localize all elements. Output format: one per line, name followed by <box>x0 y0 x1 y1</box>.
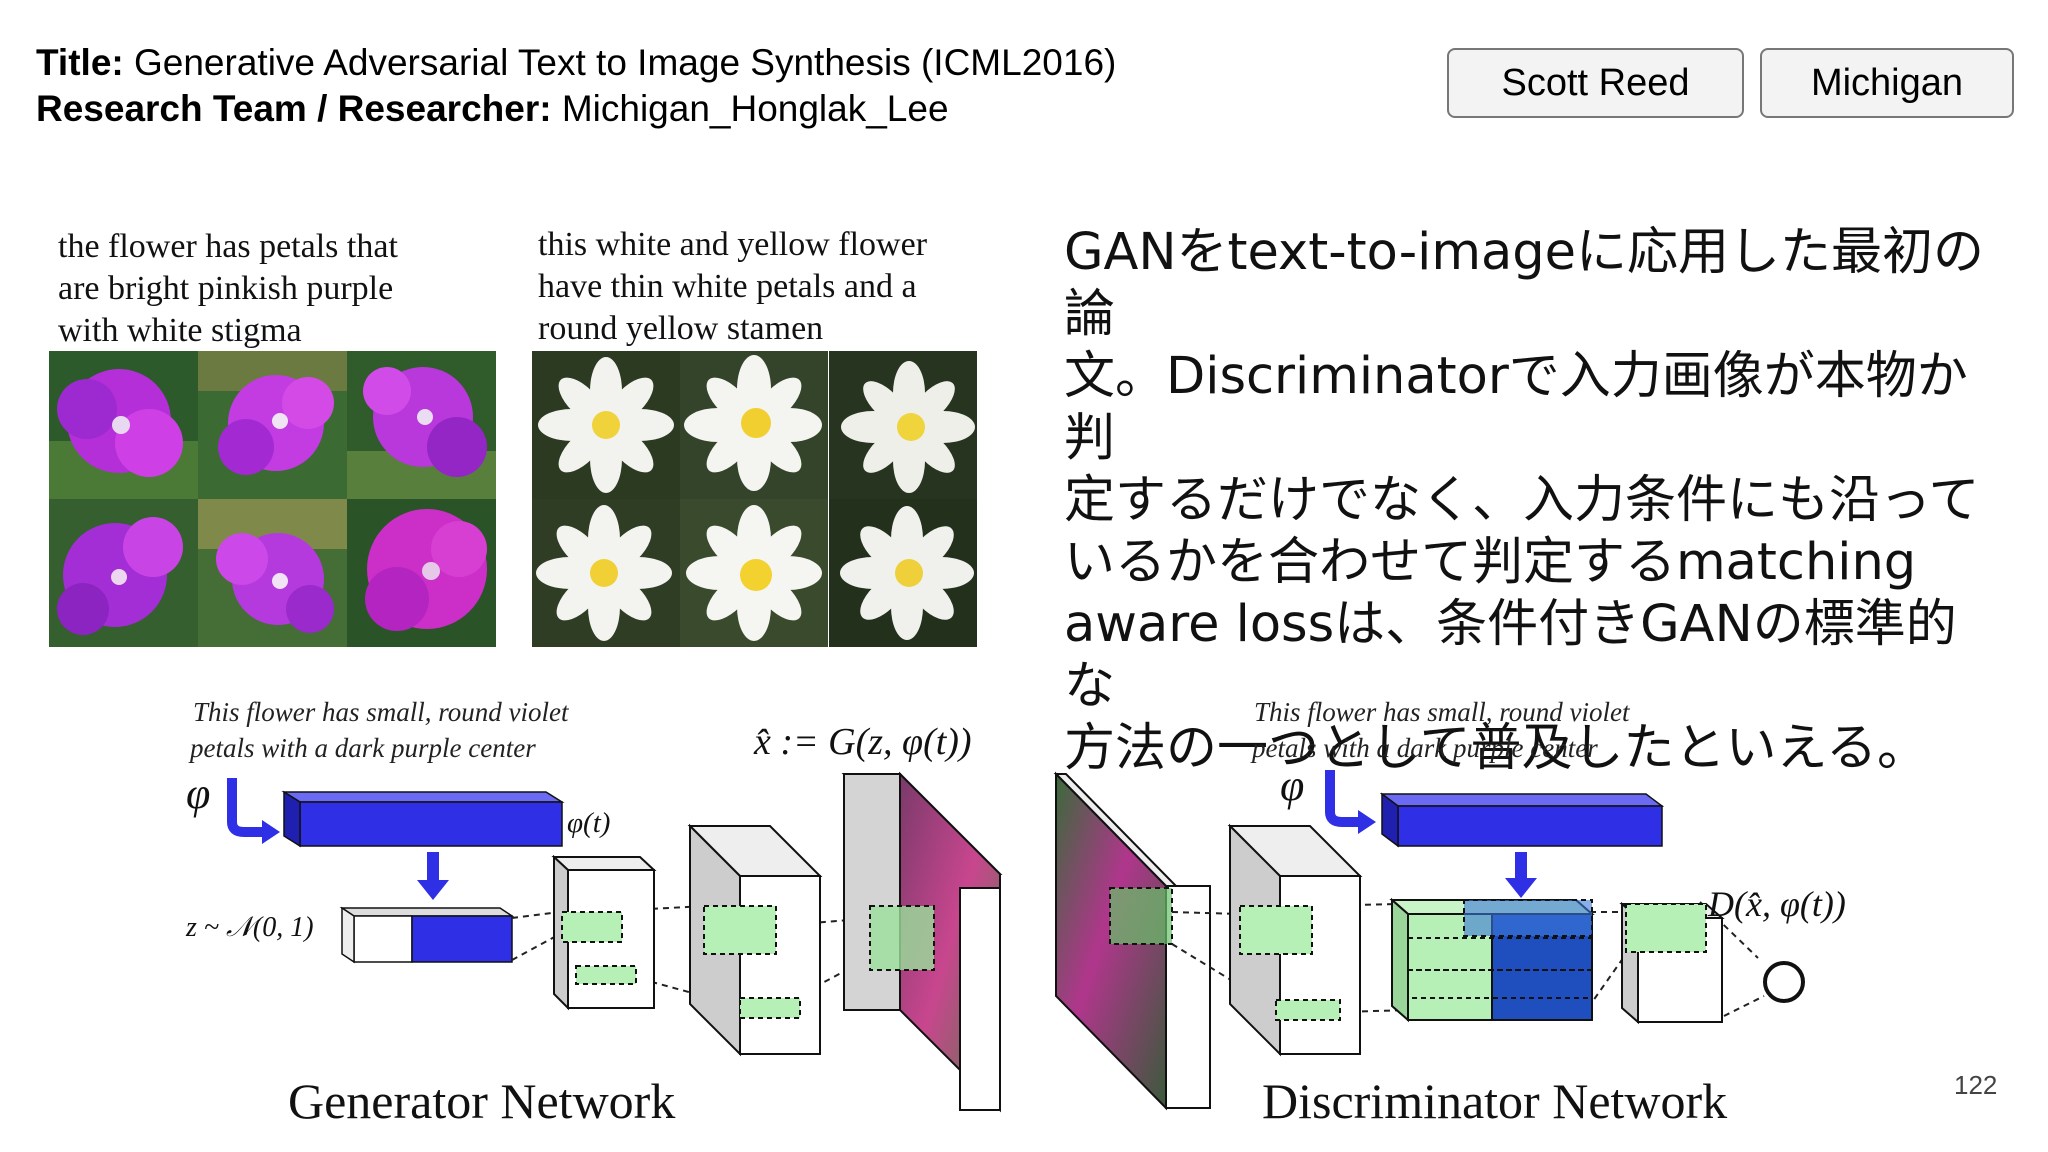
purple-flower-image <box>198 499 347 647</box>
tag-button-author[interactable]: Scott Reed <box>1447 48 1744 118</box>
summary-line: 文。Discriminatorで入力画像が本物か判 <box>1064 347 1968 468</box>
summary-line: いるかを合わせて判定するmatching <box>1064 533 1917 592</box>
z-label: z ~ 𝒩(0, 1) <box>185 912 314 943</box>
gen-phi-t-label: φ(t) <box>567 807 610 839</box>
team-line: Research Team / Researcher: Michigan_Hon… <box>36 86 1116 132</box>
purple-flower-image <box>49 351 198 499</box>
disc-caption-line-2: petals with a dark purple center <box>1250 733 1598 763</box>
generator-network-title: Generator Network <box>288 1073 675 1129</box>
purple-flower-image <box>347 499 496 647</box>
white-flower-image <box>828 499 977 647</box>
disc-phi-symbol: φ <box>1280 761 1304 810</box>
purple-flower-image <box>198 351 347 499</box>
summary-line: 定するだけでなく、入力条件にも沿って <box>1064 471 1980 530</box>
summary-line: GANをtext-to-imageに応用した最初の論 <box>1064 223 1985 344</box>
caption-line: round yellow stamen <box>538 310 824 347</box>
d-output-label: D(x̂, φ(t)) <box>1707 884 1846 924</box>
disc-down-arrow <box>1515 852 1527 880</box>
purple-flower-image <box>49 499 198 647</box>
disc-conv-block-1 <box>1227 823 1363 1057</box>
title-line: Title: Generative Adversarial Text to Im… <box>36 40 1116 86</box>
caption-line: this white and yellow flower <box>538 226 928 263</box>
caption-line: the flower has petals that <box>58 228 398 265</box>
caption-line: are bright pinkish purple <box>58 270 394 307</box>
slide-header: Title: Generative Adversarial Text to Im… <box>36 40 1116 132</box>
caption-line: with white stigma <box>58 312 302 349</box>
gen-phi-arrow <box>227 778 262 837</box>
disc-concat-block <box>1389 897 1595 1023</box>
page-number: 122 <box>1954 1070 1998 1100</box>
gen-phi-symbol: φ <box>186 769 210 818</box>
gen-output-image-block <box>841 771 1003 1113</box>
purple-flower-samples <box>49 351 496 647</box>
disc-phi-arrowhead <box>1358 810 1376 834</box>
disc-phi-arrow <box>1325 770 1358 827</box>
example-caption-2: this white and yellow flower have thin w… <box>538 224 927 350</box>
gen-down-arrow <box>427 852 439 882</box>
gen-conv-block-2 <box>687 823 823 1057</box>
white-flower-image <box>532 499 680 647</box>
white-flower-image <box>828 351 977 499</box>
example-caption-1: the flower has petals that are bright pi… <box>58 226 398 352</box>
white-flower-image <box>532 351 680 499</box>
gen-caption-line-2: petals with a dark purple center <box>188 733 536 763</box>
summary-text: GANをtext-to-imageに応用した最初の論 文。Discriminat… <box>1064 222 2004 780</box>
white-flower-samples <box>532 351 977 647</box>
disc-text-embedding-bar <box>1379 792 1665 848</box>
disc-down-arrowhead <box>1505 878 1537 898</box>
team-value: Michigan_Honglak_Lee <box>561 88 949 129</box>
summary-line: aware lossは、条件付きGANの標準的な <box>1064 595 1957 716</box>
z-noise-vector <box>339 906 515 964</box>
summary-line: 方法の一つとして普及したといえる。 <box>1064 719 1928 778</box>
team-label: Research Team / Researcher: <box>36 88 552 129</box>
disc-final-block <box>1619 901 1725 1025</box>
title-value: Generative Adversarial Text to Image Syn… <box>134 42 1117 83</box>
discriminator-network-title: Discriminator Network <box>1262 1073 1727 1129</box>
gen-text-embedding-bar <box>281 790 565 848</box>
gen-caption-line-1: This flower has small, round violet <box>193 697 570 727</box>
white-flower-image <box>680 499 829 647</box>
disc-output-node <box>1763 961 1805 1003</box>
tag-button-affiliation[interactable]: Michigan <box>1760 48 2014 118</box>
gen-down-arrowhead <box>417 880 449 900</box>
white-flower-image <box>680 351 829 499</box>
disc-input-image-block <box>1053 771 1211 1111</box>
caption-line: have thin white petals and a <box>538 268 917 305</box>
xhat-label: x̂ := G(z, φ(t)) <box>753 721 972 763</box>
gen-phi-arrowhead <box>262 820 280 844</box>
purple-flower-image <box>347 351 496 499</box>
disc-caption-line-1: This flower has small, round violet <box>1254 697 1631 727</box>
gen-conv-block-1 <box>551 854 657 1011</box>
title-label: Title: <box>36 42 124 83</box>
